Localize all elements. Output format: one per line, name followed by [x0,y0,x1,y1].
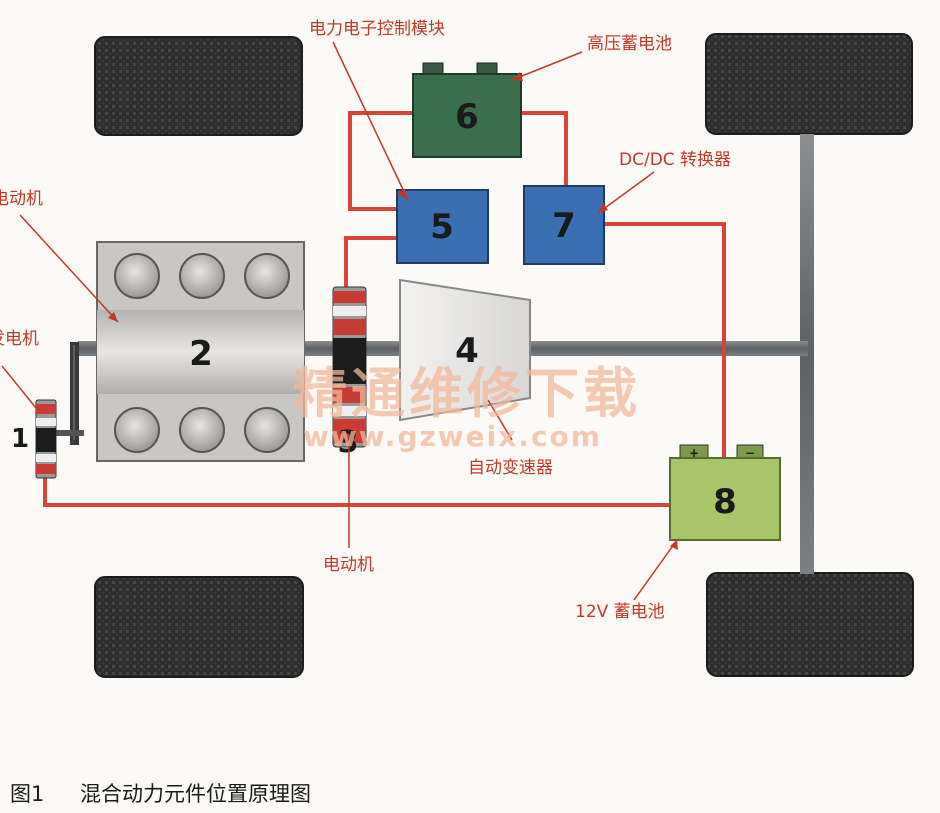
label-generator: 发电机 [0,329,39,349]
label-number-1: 1 [11,424,29,454]
wiring [43,111,726,507]
engine-2: 2 [96,241,305,462]
label-number-2: 2 [189,334,213,374]
label-motor-bottom: 电动机 [323,555,374,575]
label-number-3: 3 [338,425,359,460]
label-hv-battery: 高压蓄电池 [587,34,672,54]
dcdc-converter-7: 7 [523,185,605,265]
label-transmission: 自动变速器 [468,458,553,478]
leader-lines [1,41,678,601]
power-electronics-module-5: 5 [396,189,489,264]
label-number-4: 4 [455,331,479,371]
label-number-7: 7 [552,206,576,246]
plus-terminal-label: + [689,446,699,460]
generator-1: 1 [11,399,57,479]
label-number-6: 6 [455,97,479,137]
hv-battery-6: 6 [412,62,522,158]
label-number-8: 8 [713,482,737,522]
label-pe-module: 电力电子控制模块 [309,19,445,39]
label-battery-12v: 12V 蓄电池 [575,602,665,622]
figure-number: 图1 [10,782,44,806]
label-motor-left: 电动机 [0,189,43,209]
tire-rear-left [94,576,304,678]
tire-front-right [705,33,913,135]
label-dcdc: DC/DC 转换器 [619,150,731,170]
motor-3: 3 [332,286,367,460]
watermark-url: www.gzweix.com [303,420,602,453]
watermark-text: 精通维修下载 [293,362,641,425]
tire-rear-right [706,572,914,677]
transmission-4: 4 [399,278,531,422]
minus-terminal-label: − [745,446,755,460]
figure-caption: 混合动力元件位置原理图 [80,782,311,806]
label-number-5: 5 [430,207,454,247]
battery-12v-8: + − 8 [669,444,781,541]
tire-front-left [94,36,303,136]
belt-pulley [54,342,84,445]
leader-arrowheads [108,72,678,550]
